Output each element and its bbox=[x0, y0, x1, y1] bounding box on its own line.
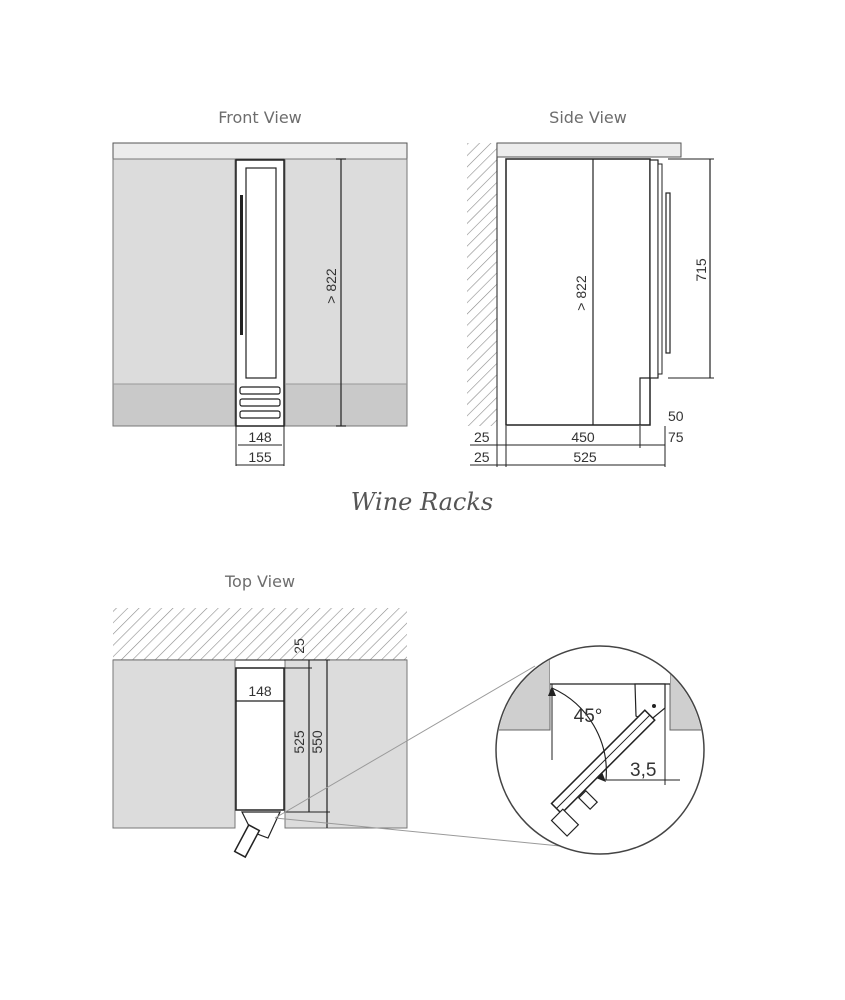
front-door-handle bbox=[240, 195, 243, 335]
callout-line-upper bbox=[274, 665, 536, 819]
side-countertop bbox=[496, 142, 682, 158]
side-wall bbox=[467, 143, 497, 426]
top-left-cabinet bbox=[112, 659, 236, 829]
top-depth-label: 525 bbox=[291, 730, 307, 754]
detail-zoom: 45° 3,5 bbox=[495, 645, 705, 855]
front-right-plinth bbox=[284, 383, 408, 427]
front-outer-width-label: 155 bbox=[248, 449, 272, 465]
detail-offset-label: 3,5 bbox=[630, 760, 656, 781]
top-width-label: 148 bbox=[248, 683, 272, 699]
top-view-title: Top View bbox=[224, 572, 295, 591]
detail-door bbox=[550, 709, 656, 837]
side-view-title: Side View bbox=[549, 108, 627, 127]
side-plinth-recess bbox=[639, 377, 650, 425]
front-left-cabinet bbox=[112, 158, 236, 385]
front-view-title: Front View bbox=[218, 108, 302, 127]
side-cooler-body bbox=[505, 158, 651, 426]
side-rear-gap-label-bottom: 25 bbox=[474, 449, 490, 465]
side-plinth-height-label: 50 bbox=[668, 408, 684, 424]
detail-angle-label: 45° bbox=[574, 706, 603, 727]
side-body-depth-label: 450 bbox=[571, 429, 595, 445]
side-door-height-label: 715 bbox=[693, 258, 709, 282]
front-inner-width-label: 148 bbox=[248, 429, 272, 445]
callout-line-lower bbox=[274, 817, 561, 847]
side-rear-gap-label-top: 25 bbox=[474, 429, 490, 445]
top-view: Top View 148 25 525 550 bbox=[112, 572, 561, 859]
top-total-depth-label: 550 bbox=[309, 730, 325, 754]
front-view: Front View > 822 148 155 bbox=[112, 108, 408, 466]
front-left-plinth bbox=[112, 383, 236, 427]
brand-watermark: Wine Racks bbox=[351, 488, 493, 516]
side-door bbox=[649, 159, 659, 379]
front-vent-slot bbox=[239, 398, 281, 407]
top-open-door bbox=[233, 823, 261, 859]
front-glass-door bbox=[245, 167, 277, 379]
front-countertop bbox=[112, 142, 408, 160]
top-rear-gap-label: 25 bbox=[291, 638, 307, 654]
detail-angle-arc bbox=[551, 687, 607, 781]
side-view: Side View > 822 715 50 25 450 75 25 bbox=[467, 108, 714, 467]
top-wall bbox=[113, 608, 407, 660]
side-height-label: > 822 bbox=[573, 275, 589, 311]
front-vent-slot bbox=[239, 386, 281, 395]
side-plinth-depth-label: 75 bbox=[668, 429, 684, 445]
side-total-depth-label: 525 bbox=[573, 449, 597, 465]
top-cooler-body bbox=[235, 667, 285, 811]
front-right-cabinet bbox=[284, 158, 408, 385]
front-height-label: > 822 bbox=[323, 268, 339, 304]
side-door-handle bbox=[665, 192, 671, 354]
front-vent-slot bbox=[239, 410, 281, 419]
